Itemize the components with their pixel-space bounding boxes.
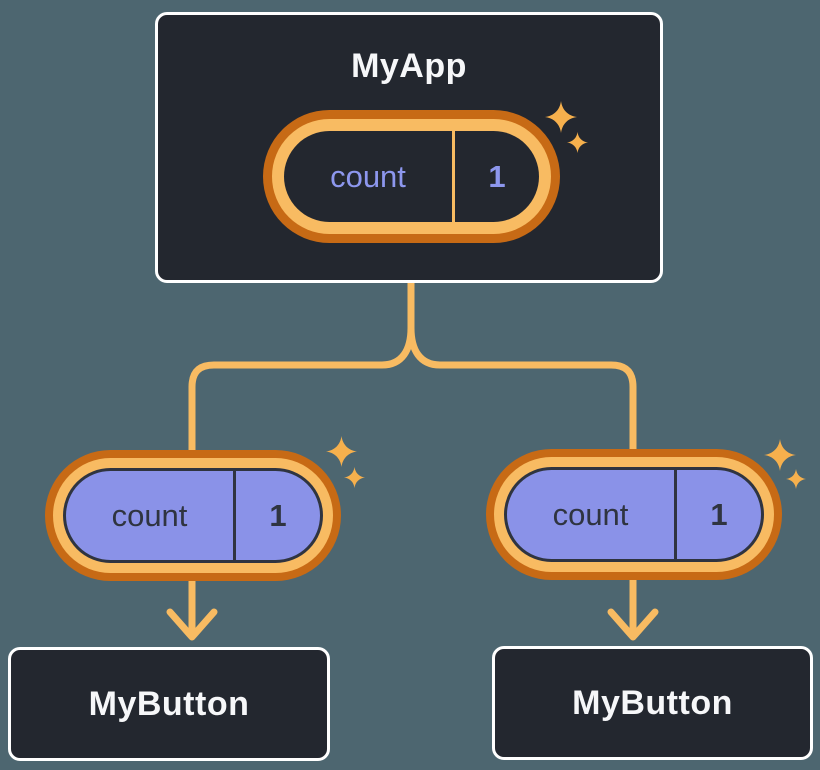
state-pill-body: count 1 [504,467,764,562]
state-value: 1 [269,497,287,533]
state-pill-root: count 1 [263,110,560,243]
connector-left-branch [188,279,415,472]
sparkle-icon [545,101,577,133]
component-title: MyButton [88,684,250,723]
sparkle-icon [326,436,357,467]
component-node-mybutton-right: MyButton [492,646,813,760]
component-title: MyApp [351,47,467,85]
state-label: count [552,496,629,532]
state-value: 1 [488,158,506,194]
state-label: count [330,158,406,194]
sparkle-icon [567,132,588,153]
state-pill-ring: count 1 [272,119,551,234]
sparkle-icon [786,469,806,489]
connector-right-branch [407,279,637,472]
state-pill-body: count 1 [284,131,539,222]
state-label: count [111,497,188,533]
state-pill-right: count 1 [486,449,782,580]
state-pill-body: count 1 [63,468,323,563]
pill-divider [674,470,677,559]
pill-divider [233,471,236,560]
sparkle-icon [764,439,796,471]
state-pill-left: count 1 [45,450,341,581]
pill-divider [452,131,455,222]
arrow-left-head-icon [166,608,218,641]
component-node-mybutton-left: MyButton [8,647,330,761]
component-title: MyButton [572,683,733,722]
state-pill-ring: count 1 [53,458,333,573]
state-pill-ring: count 1 [494,457,774,572]
arrow-right-head-icon [607,608,659,641]
sparkle-icon [344,467,365,488]
state-value: 1 [710,496,728,532]
